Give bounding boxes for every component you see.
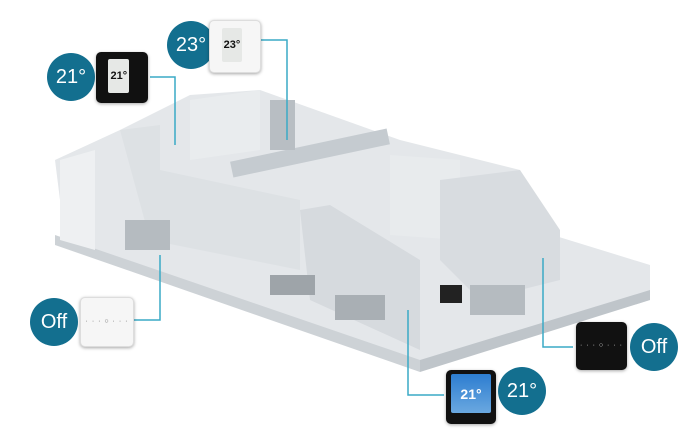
wall — [190, 90, 260, 160]
thermostat-screen: 21° — [108, 59, 130, 93]
bed — [125, 220, 170, 250]
dining-table — [270, 275, 315, 295]
sofa — [335, 295, 385, 320]
thermostat-black[interactable]: 21° — [96, 52, 148, 103]
thermostat-white-lite[interactable]: · · · ○ · · · — [80, 297, 134, 347]
zone-temperature-badge: 21° — [498, 367, 546, 415]
zone-off-badge: Off — [30, 298, 78, 346]
zone-off-badge: Off — [630, 323, 678, 371]
duct — [230, 128, 390, 178]
thermostat-color[interactable]: 21° — [446, 370, 496, 424]
wall — [300, 205, 420, 350]
thermostat-screen: 21° — [451, 374, 491, 414]
tv — [440, 285, 462, 303]
wall — [60, 150, 95, 250]
bed — [470, 285, 525, 315]
thermostat-white[interactable]: 23° — [209, 20, 261, 73]
wall — [440, 170, 560, 300]
thermostat-display: · · · ○ · · · — [580, 342, 623, 350]
thermostat-screen: 23° — [222, 28, 242, 62]
zone-temperature-badge: 23° — [167, 21, 215, 69]
connector-lines — [133, 39, 573, 396]
thermostat-black-lite[interactable]: · · · ○ · · · — [576, 322, 627, 370]
air-unit — [270, 100, 295, 150]
zone-temperature-badge: 21° — [47, 53, 95, 101]
thermostat-display: · · · ○ · · · — [85, 318, 129, 326]
